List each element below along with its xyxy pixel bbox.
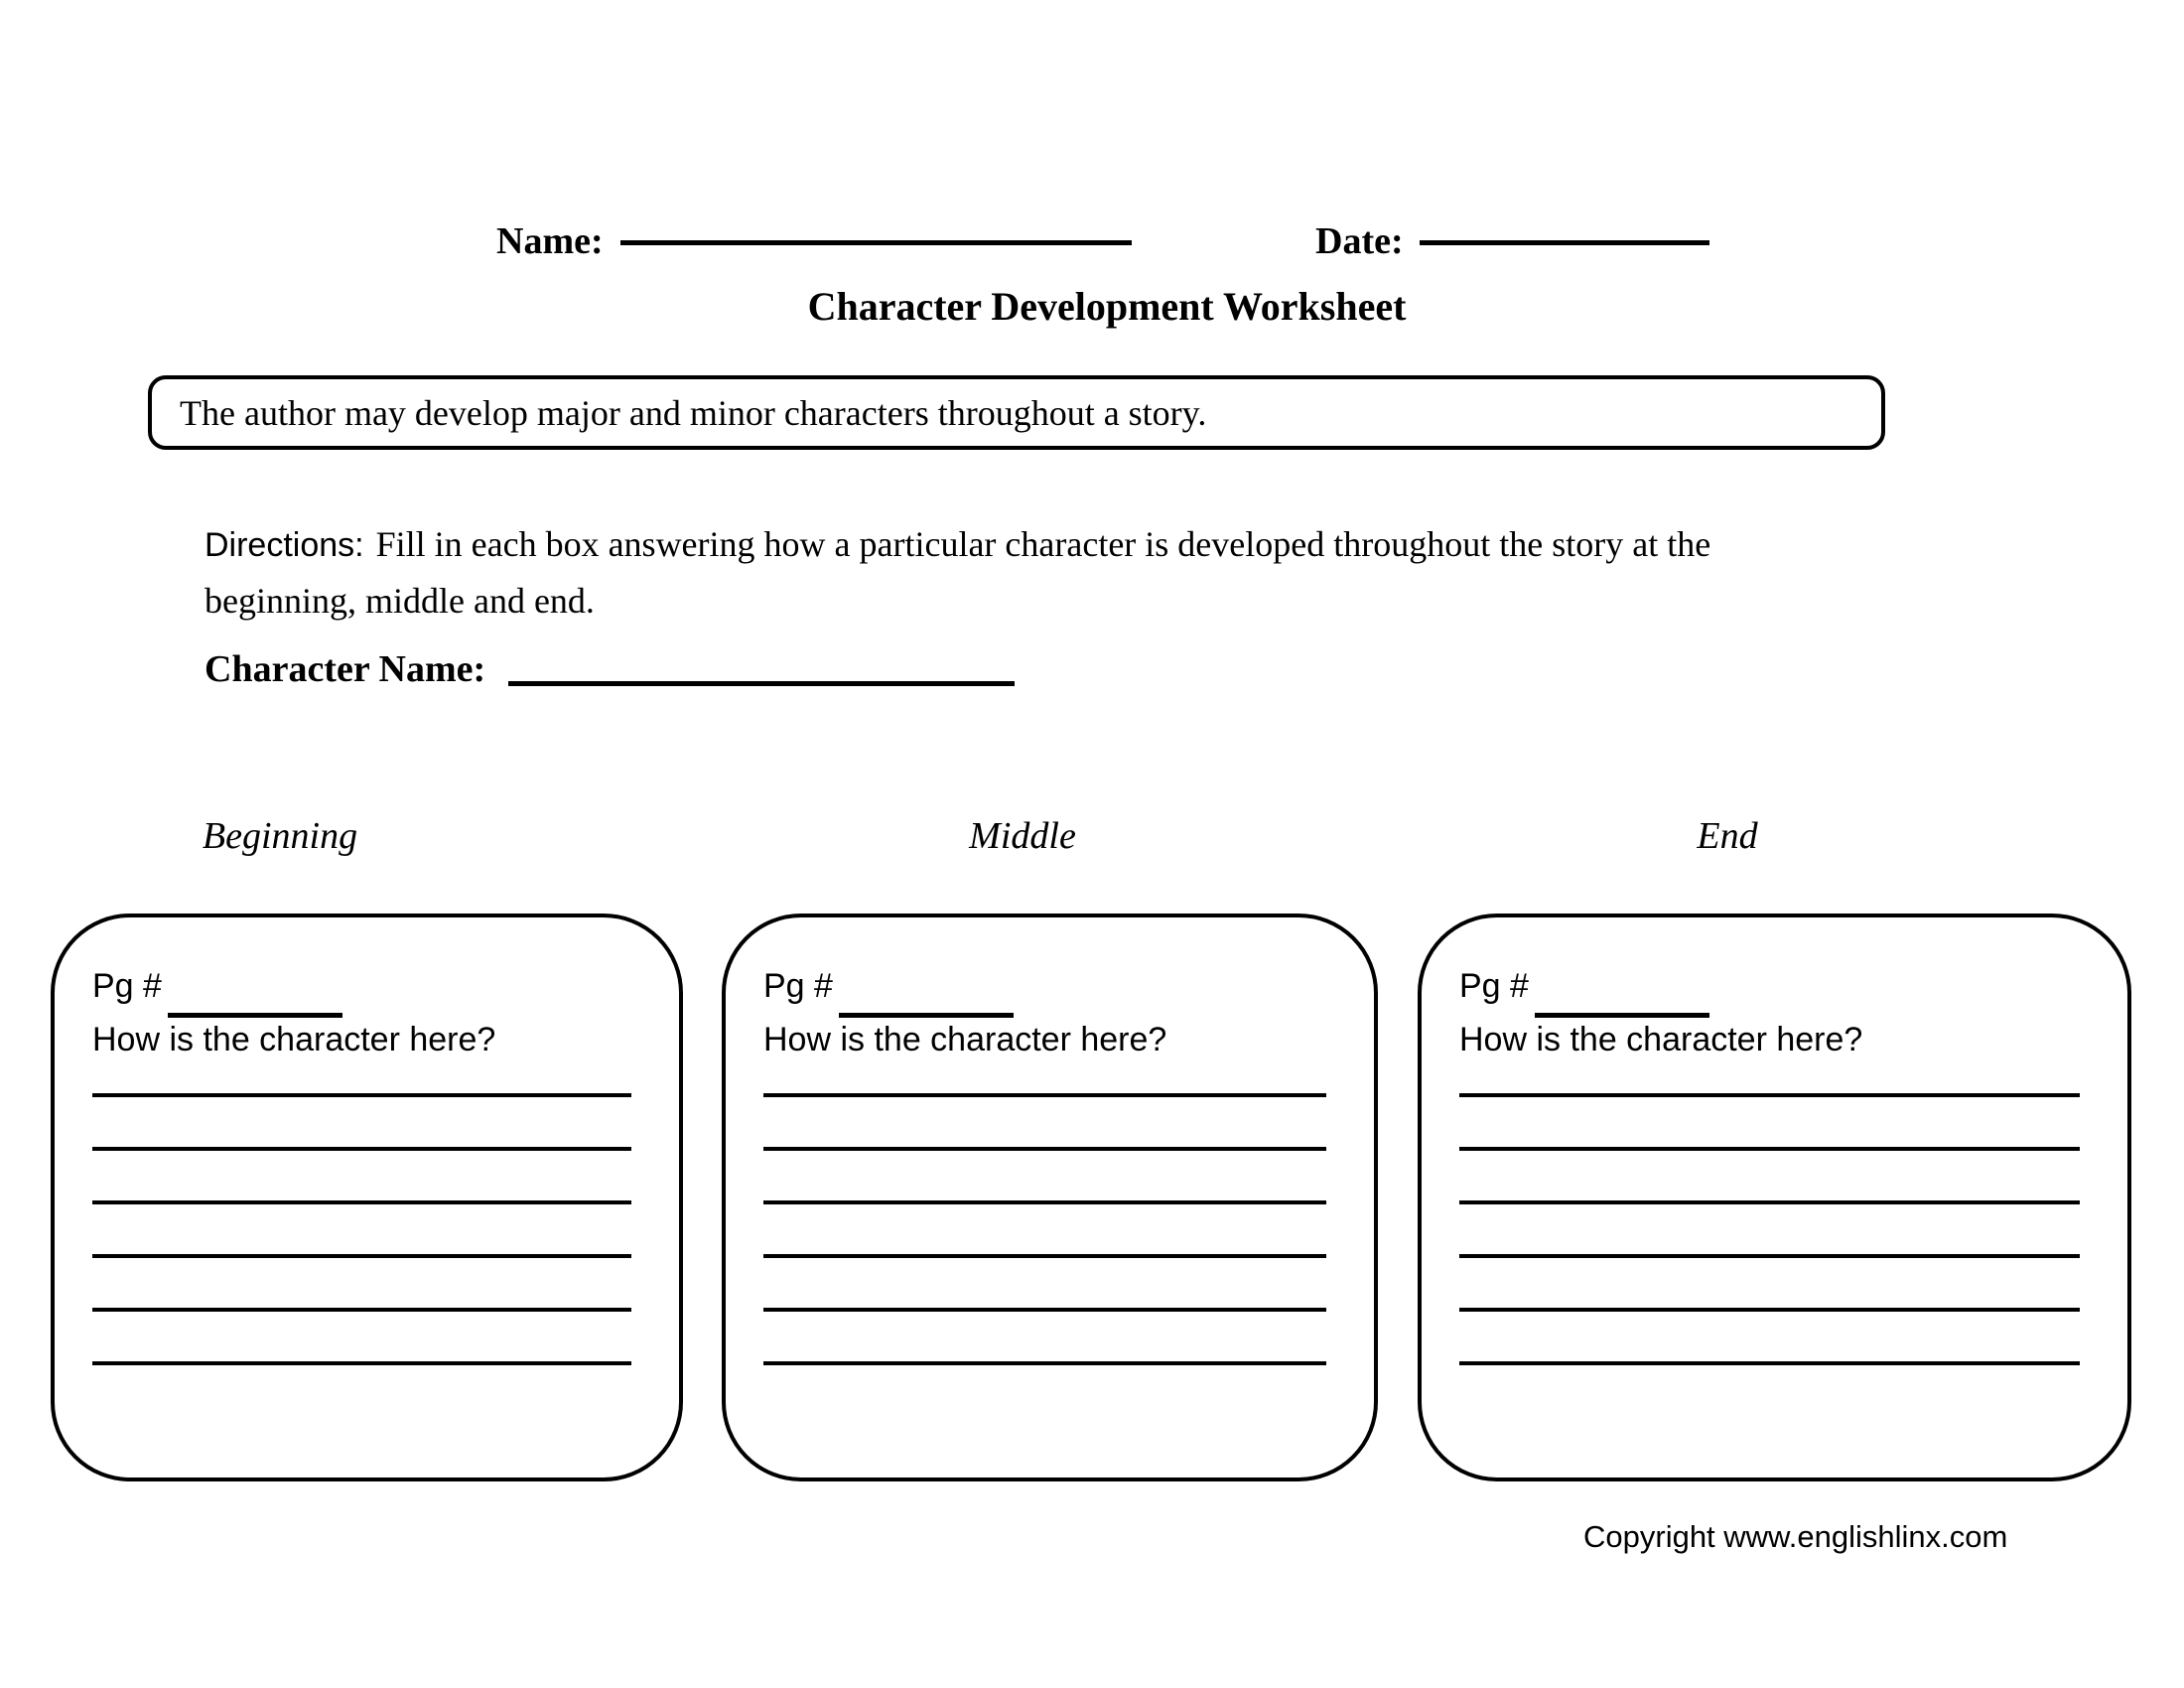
page-title: Character Development Worksheet <box>807 284 1407 329</box>
middle-box: Pg # How is the character here? <box>722 914 1378 1481</box>
pg-blank-line <box>839 1013 1014 1018</box>
write-lines <box>1459 1093 2080 1415</box>
write-on-line <box>1459 1200 2080 1204</box>
pg-blank-line <box>1535 1013 1709 1018</box>
date-label: Date: <box>1315 220 1404 262</box>
character-name-blank-line <box>508 681 1015 686</box>
column-header-end: End <box>1697 815 1758 857</box>
write-on-line <box>92 1254 631 1258</box>
write-lines <box>92 1093 631 1415</box>
write-on-line <box>1459 1254 2080 1258</box>
page-number-row: Pg # <box>763 967 1344 1019</box>
write-on-line <box>763 1254 1326 1258</box>
page-number-row: Pg # <box>92 967 649 1019</box>
pg-blank-line <box>168 1013 342 1018</box>
write-on-line <box>1459 1308 2080 1312</box>
statement-box: The author may develop major and minor c… <box>148 375 1885 450</box>
copyright-text: Copyright www.englishlinx.com <box>1583 1519 2008 1554</box>
box-question: How is the character here? <box>763 1021 1167 1058</box>
pg-label: Pg # <box>1459 967 1529 1005</box>
write-on-line <box>1459 1093 2080 1097</box>
write-on-line <box>1459 1147 2080 1151</box>
write-lines <box>763 1093 1326 1415</box>
directions-paragraph: Directions:Fill in each box answering ho… <box>205 516 1763 629</box>
pg-label: Pg # <box>763 967 833 1005</box>
statement-text: The author may develop major and minor c… <box>180 392 1207 433</box>
write-on-line <box>763 1308 1326 1312</box>
column-header-middle: Middle <box>969 815 1076 857</box>
write-on-line <box>92 1200 631 1204</box>
write-on-line <box>92 1361 631 1365</box>
column-header-beginning: Beginning <box>202 815 358 857</box>
directions-text: Fill in each box answering how a particu… <box>205 524 1711 621</box>
write-on-line <box>92 1093 631 1097</box>
write-on-line <box>763 1147 1326 1151</box>
directions-label: Directions: <box>205 526 364 564</box>
write-on-line <box>763 1093 1326 1097</box>
character-name-label: Character Name: <box>205 648 486 690</box>
write-on-line <box>763 1361 1326 1365</box>
write-on-line <box>92 1308 631 1312</box>
name-blank-line <box>620 240 1132 245</box>
name-label: Name: <box>496 220 604 262</box>
write-on-line <box>763 1200 1326 1204</box>
write-on-line <box>1459 1361 2080 1365</box>
beginning-box: Pg # How is the character here? <box>51 914 683 1481</box>
pg-label: Pg # <box>92 967 162 1005</box>
date-blank-line <box>1420 240 1709 245</box>
write-on-line <box>92 1147 631 1151</box>
box-question: How is the character here? <box>92 1021 496 1058</box>
end-box: Pg # How is the character here? <box>1418 914 2131 1481</box>
box-question: How is the character here? <box>1459 1021 1863 1058</box>
page-number-row: Pg # <box>1459 967 2098 1019</box>
